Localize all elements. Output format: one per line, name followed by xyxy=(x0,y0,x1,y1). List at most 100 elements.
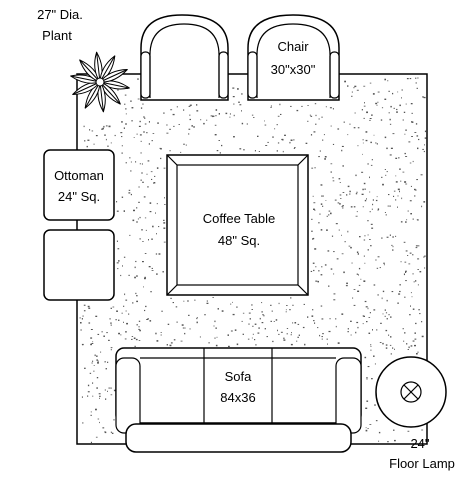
rug-speck xyxy=(116,201,118,203)
rug-speck xyxy=(327,250,330,252)
rug-speck xyxy=(327,343,328,345)
rug-speck xyxy=(221,310,224,312)
rug-speck xyxy=(386,299,388,302)
rug-speck xyxy=(373,355,375,357)
rug-speck xyxy=(371,378,373,380)
rug-speck xyxy=(378,431,381,434)
rug-speck xyxy=(138,326,140,328)
rug-speck xyxy=(358,274,359,276)
rug-speck xyxy=(138,328,141,330)
rug-speck xyxy=(415,77,417,79)
rug-speck xyxy=(143,286,144,288)
rug-speck xyxy=(370,141,372,144)
rug-speck xyxy=(110,431,112,433)
rug-speck xyxy=(325,106,327,108)
rug-speck xyxy=(151,140,153,142)
rug-speck xyxy=(293,139,295,141)
rug-speck xyxy=(318,222,320,224)
rug-speck xyxy=(392,133,395,135)
rug-speck xyxy=(180,151,182,153)
rug-speck xyxy=(178,124,180,125)
rug-speck xyxy=(290,105,292,107)
rug-speck xyxy=(319,334,321,337)
rug-speck xyxy=(123,321,124,323)
rug-speck xyxy=(333,251,335,253)
rug-speck xyxy=(377,101,379,103)
rug-speck xyxy=(304,343,306,346)
sofa-label-line1: Sofa xyxy=(225,369,253,384)
rug-speck xyxy=(333,273,335,275)
rug-speck xyxy=(415,189,417,191)
rug-speck xyxy=(405,270,407,272)
rug-speck xyxy=(297,323,300,325)
rug-speck xyxy=(303,303,305,305)
rug-speck xyxy=(340,198,342,199)
rug-speck xyxy=(110,387,112,389)
rug-speck xyxy=(121,152,123,154)
rug-speck xyxy=(414,195,416,197)
rug-speck xyxy=(368,332,371,334)
rug-speck xyxy=(388,334,390,336)
rug-speck xyxy=(367,428,369,429)
rug-speck xyxy=(270,106,272,108)
rug-speck xyxy=(307,316,309,318)
rug-speck xyxy=(385,347,388,349)
rug-speck xyxy=(277,115,280,117)
floor-lamp xyxy=(375,356,447,428)
rug-speck xyxy=(142,261,144,263)
plant-leaf-vein xyxy=(79,59,101,83)
rug-speck xyxy=(402,328,404,330)
rug-speck xyxy=(373,309,376,311)
rug-speck xyxy=(396,111,398,113)
rug-speck xyxy=(89,372,92,374)
rug-speck xyxy=(351,262,353,264)
rug-speck xyxy=(397,195,399,197)
rug-speck xyxy=(312,238,314,240)
rug-speck xyxy=(125,113,127,115)
rug-speck xyxy=(392,249,394,251)
rug-speck xyxy=(118,319,120,321)
rug-speck xyxy=(379,267,381,269)
chair-right xyxy=(247,14,340,101)
rug-speck xyxy=(407,430,410,432)
rug-speck xyxy=(395,199,397,201)
rug-speck xyxy=(405,183,408,185)
rug-speck xyxy=(382,290,385,293)
rug-speck xyxy=(187,300,189,302)
rug-speck xyxy=(102,127,104,130)
rug-speck xyxy=(232,301,233,303)
rug-speck xyxy=(241,122,244,125)
rug-speck xyxy=(341,234,342,236)
rug-speck xyxy=(291,332,292,334)
rug-speck xyxy=(262,314,264,316)
rug-speck xyxy=(107,390,108,392)
rug-speck xyxy=(124,293,126,296)
rug-speck xyxy=(381,297,383,300)
rug-speck xyxy=(312,262,315,264)
rug-speck xyxy=(142,241,144,242)
rug-speck xyxy=(355,174,357,177)
rug-speck xyxy=(409,78,412,80)
rug-speck xyxy=(364,102,365,104)
rug-speck xyxy=(366,377,368,379)
rug-speck xyxy=(104,134,106,136)
rug-speck xyxy=(363,85,366,87)
rug-speck xyxy=(144,117,146,119)
rug-speck xyxy=(251,337,253,339)
rug-speck xyxy=(370,223,373,225)
rug-speck xyxy=(126,322,128,325)
rug-speck xyxy=(101,331,103,333)
rug-speck xyxy=(99,395,101,397)
rug-speck xyxy=(420,174,423,176)
rug-speck xyxy=(152,225,154,228)
rug-speck xyxy=(131,120,133,122)
rug-speck xyxy=(123,256,126,258)
rug-speck xyxy=(96,355,98,357)
rug-speck xyxy=(229,113,231,115)
rug-speck xyxy=(355,193,358,195)
rug-speck xyxy=(399,168,401,170)
rug-speck xyxy=(324,264,327,266)
rug-speck xyxy=(409,314,411,316)
rug-speck xyxy=(203,122,205,125)
